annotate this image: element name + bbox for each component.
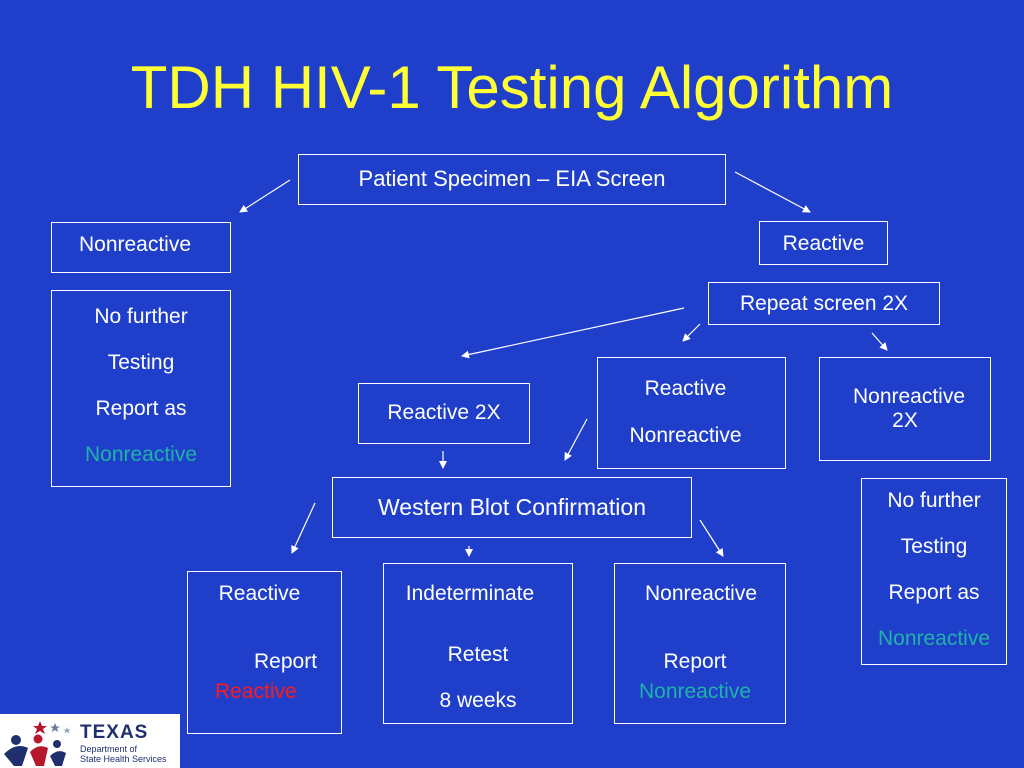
left-result-line3: Report as [95,397,187,420]
arrow-to-western-blot-right [564,418,588,461]
reactive-label: Reactive [782,232,865,255]
logo-name: TEXAS [80,722,149,743]
logo-line1: Department of [80,744,138,754]
arrow-to-reactive-nonreactive [682,323,701,342]
arrow-to-wb-reactive [291,502,316,554]
western-blot-label: Western Blot Confirmation [377,494,646,520]
arrow-to-reactive-2x [461,307,685,359]
nonreactive-2x-line1: Nonreactive [852,385,966,408]
repeat-screen-box: Repeat screen 2X [708,282,940,325]
right-result-line2: Testing [900,535,968,558]
wb-reactive-line2: Report [254,650,318,673]
reactive-2x-label: Reactive 2X [387,401,501,424]
reactive-nonreactive-line1: Reactive [644,377,727,400]
wb-reactive-box: Reactive Report Reactive [187,571,342,734]
reactive-box: Reactive [759,221,888,265]
wb-nonreactive-line3: Nonreactive [638,680,752,703]
wb-indeterminate-line2: Retest [447,643,509,666]
left-result-line1: No further [94,305,188,328]
nonreactive-2x-line2: 2X [892,409,918,432]
wb-nonreactive-line2: Report [663,650,727,673]
arrow-to-reactive [734,171,811,213]
left-result-line4: Nonreactive [84,443,198,466]
specimen-label: Patient Specimen – EIA Screen [358,166,666,191]
logo-line2: State Health Services [80,754,167,764]
right-result-line1: No further [887,489,981,512]
dshs-logo: TEXAS Department of State Health Service… [0,714,180,768]
left-result-line2: Testing [107,351,175,374]
nonreactive-box: Nonreactive [51,222,231,273]
arrow-to-wb-nonreactive [699,519,724,557]
right-result-line3: Report as [888,581,980,604]
wb-nonreactive-box: Nonreactive Report Nonreactive [614,563,786,724]
arrow-to-nonreactive-2x [871,332,888,351]
wb-indeterminate-line1: Indeterminate [405,582,535,605]
arrow-to-nonreactive [239,179,291,213]
repeat-screen-label: Repeat screen 2X [739,292,909,315]
reactive-nonreactive-box: Reactive Nonreactive [597,357,786,469]
left-result-box: No further Testing Report as Nonreactive [51,290,231,487]
dshs-logo-mark-icon [4,721,71,766]
wb-indeterminate-box: Indeterminate Retest 8 weeks [383,563,573,724]
western-blot-box: Western Blot Confirmation [332,477,692,538]
wb-nonreactive-line1: Nonreactive [644,582,758,605]
specimen-box: Patient Specimen – EIA Screen [298,154,726,205]
page-title: TDH HIV-1 Testing Algorithm [130,54,894,121]
wb-reactive-line1: Reactive [218,582,301,605]
nonreactive-label: Nonreactive [78,233,192,256]
reactive-2x-box: Reactive 2X [358,383,530,444]
wb-reactive-line3: Reactive [215,680,297,703]
reactive-nonreactive-line2: Nonreactive [629,424,742,447]
right-result-box: No further Testing Report as Nonreactive [861,478,1007,665]
nonreactive-2x-box: Nonreactive 2X [819,357,991,461]
wb-indeterminate-line3: 8 weeks [439,689,517,712]
right-result-line4: Nonreactive [877,627,991,650]
